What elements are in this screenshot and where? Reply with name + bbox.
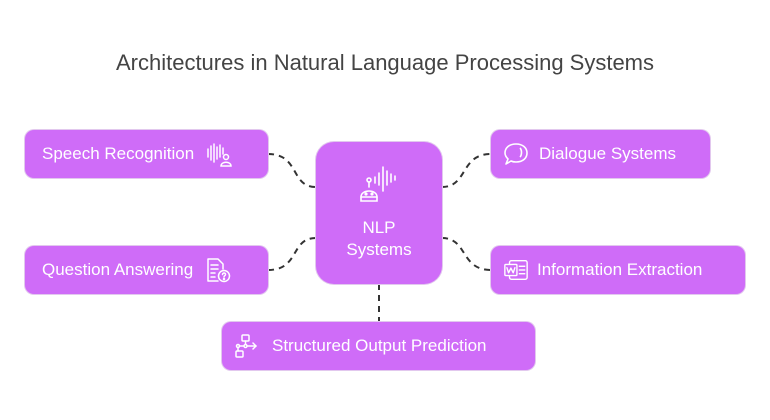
connector-speech-recognition <box>267 153 317 188</box>
flowchart-icon <box>234 333 260 359</box>
word-document-icon <box>503 257 529 283</box>
node-dialogue-systems[interactable]: Dialogue Systems <box>491 130 710 178</box>
diagram-title: Architectures in Natural Language Proces… <box>115 50 655 75</box>
robot-soundwave-icon <box>357 165 401 211</box>
node-structured-output-prediction[interactable]: Structured Output Prediction <box>222 322 535 370</box>
node-label: Speech Recognition <box>42 144 195 163</box>
center-label-line1: NLP <box>362 218 396 237</box>
center-label-line2: Systems <box>346 240 412 259</box>
speech-bubble-icon <box>503 141 529 167</box>
node-label: Information Extraction <box>537 260 703 279</box>
node-information-extraction[interactable]: Information Extraction <box>491 246 745 294</box>
connector-question-answering <box>267 237 317 271</box>
document-question-icon <box>205 257 231 283</box>
node-label: Structured Output Prediction <box>272 336 487 355</box>
connector-information-extraction <box>441 237 492 271</box>
node-label: Question Answering <box>42 260 194 279</box>
voice-recognition-icon <box>206 141 232 167</box>
node-label: Dialogue Systems <box>539 144 677 163</box>
connector-dialogue-systems <box>441 153 492 188</box>
node-speech-recognition[interactable]: Speech Recognition <box>25 130 268 178</box>
node-question-answering[interactable]: Question Answering <box>25 246 268 294</box>
center-node-nlp-systems[interactable]: NLP Systems <box>316 142 442 284</box>
